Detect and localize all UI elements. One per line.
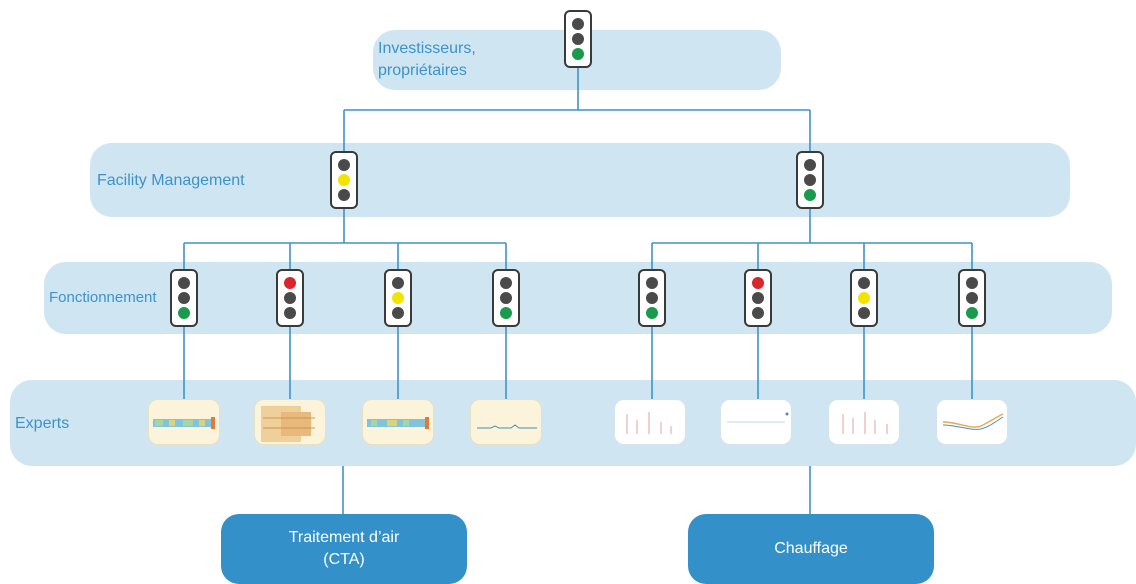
facility-air-status-light: [330, 151, 358, 209]
light-off-icon: [284, 307, 296, 319]
bar-chart-icon: [626, 412, 672, 434]
expert-heatmap-thumbnail[interactable]: [148, 399, 220, 445]
light-off-icon: [752, 307, 764, 319]
facility-band: [90, 143, 1070, 217]
light-off-icon: [804, 159, 816, 171]
light-off-icon: [178, 277, 190, 289]
bar-chart-icon: [842, 412, 888, 434]
expert-bar-chart-thumbnail[interactable]: [614, 399, 686, 445]
line-chart-icon: [477, 424, 537, 429]
facility-management-label: Facility Management: [97, 172, 245, 189]
red-light-icon: [284, 277, 296, 289]
yellow-light-icon: [392, 292, 404, 304]
operation-label: Fonctionnement: [49, 289, 157, 306]
red-light-icon: [752, 277, 764, 289]
green-light-icon: [804, 189, 816, 201]
heating-label: Chauffage: [774, 540, 848, 557]
light-off-icon: [966, 292, 978, 304]
heating-system-box[interactable]: Chauffage: [688, 514, 934, 584]
experts-label: Experts: [15, 415, 70, 432]
operation-status-light-3: [384, 269, 412, 327]
green-light-icon: [178, 307, 190, 319]
expert-curve-thumbnail[interactable]: [936, 399, 1008, 445]
light-off-icon: [646, 277, 658, 289]
light-off-icon: [500, 277, 512, 289]
operation-status-light-2: [276, 269, 304, 327]
light-off-icon: [392, 277, 404, 289]
line-chart-icon: [942, 413, 1004, 430]
expert-schematic-thumbnail[interactable]: [254, 399, 326, 445]
yellow-light-icon: [338, 174, 350, 186]
expert-bar-chart-thumbnail[interactable]: [828, 399, 900, 445]
facility-heating-status-light: [796, 151, 824, 209]
expert-line-chart-thumbnail[interactable]: [470, 399, 542, 445]
light-off-icon: [178, 292, 190, 304]
schematic-icon: [261, 406, 315, 442]
light-off-icon: [338, 159, 350, 171]
green-light-icon: [966, 307, 978, 319]
expert-heatmap-thumbnail[interactable]: [362, 399, 434, 445]
investors-status-light: [564, 10, 592, 68]
light-off-icon: [572, 18, 584, 30]
line-chart-icon: [727, 412, 789, 423]
light-off-icon: [646, 292, 658, 304]
operation-status-light-4: [492, 269, 520, 327]
heatmap-icon: [367, 417, 429, 429]
light-off-icon: [338, 189, 350, 201]
light-off-icon: [858, 277, 870, 289]
light-off-icon: [804, 174, 816, 186]
operation-status-light-6: [744, 269, 772, 327]
air-handling-label: Traitement d’air (CTA): [288, 529, 400, 568]
operation-band: [44, 262, 1112, 334]
light-off-icon: [392, 307, 404, 319]
light-off-icon: [752, 292, 764, 304]
green-light-icon: [500, 307, 512, 319]
operation-status-light-5: [638, 269, 666, 327]
light-off-icon: [858, 307, 870, 319]
green-light-icon: [572, 48, 584, 60]
heatmap-icon: [153, 417, 215, 429]
air-handling-system-box[interactable]: Traitement d’air (CTA): [221, 514, 467, 584]
operation-status-light-7: [850, 269, 878, 327]
light-off-icon: [284, 292, 296, 304]
light-off-icon: [500, 292, 512, 304]
investors-label: Investisseurs, propriétaires: [378, 40, 476, 79]
light-off-icon: [572, 33, 584, 45]
operation-status-light-8: [958, 269, 986, 327]
light-off-icon: [966, 277, 978, 289]
yellow-light-icon: [858, 292, 870, 304]
green-light-icon: [646, 307, 658, 319]
operation-status-light-1: [170, 269, 198, 327]
expert-flat-line-thumbnail[interactable]: [720, 399, 792, 445]
